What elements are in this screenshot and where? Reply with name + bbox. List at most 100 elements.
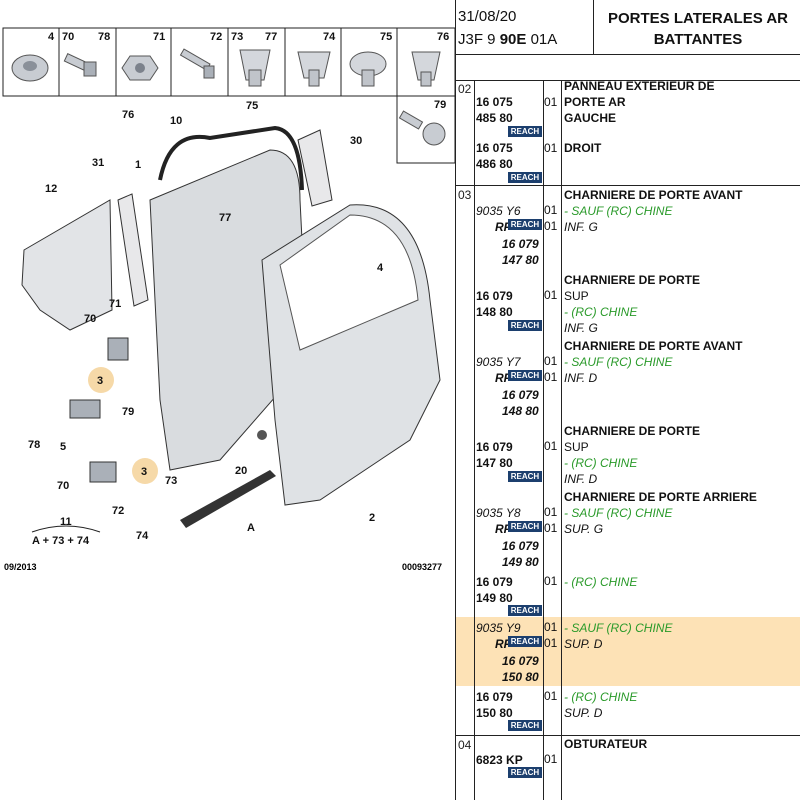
callout-label: 3: [97, 375, 103, 387]
part-label: 75: [380, 31, 392, 43]
callout-label: 31: [92, 157, 104, 169]
callout-label: 79: [122, 406, 134, 418]
quantity: 01: [544, 752, 558, 766]
note: SUP. G: [564, 522, 604, 536]
callout-label: 77: [219, 212, 231, 224]
header-divider: [593, 0, 594, 54]
replacement-code: RP: [495, 220, 512, 234]
note: SUP. D: [564, 706, 603, 720]
reach-badge: REACH: [508, 126, 542, 137]
part-label: 74: [323, 31, 336, 43]
callout-label: 10: [170, 115, 182, 127]
sill-moulding-shape: [180, 470, 276, 528]
date-code: 09/2013: [4, 562, 37, 572]
quantity: 01: [544, 521, 558, 535]
reach-badge: REACH: [508, 471, 542, 482]
reach-badge: REACH: [508, 605, 542, 616]
hinge-shape: [89, 461, 117, 483]
screw-icon: [179, 48, 215, 79]
note-green: - SAUF (RC) CHINE: [564, 621, 673, 635]
callout-label: 2: [369, 512, 375, 524]
section-line: [455, 735, 800, 736]
callout-label: 73: [165, 475, 177, 487]
note-green: - SAUF (RC) CHINE: [564, 506, 673, 520]
part-description: DROIT: [564, 141, 602, 155]
part-number[interactable]: 9035 Y8: [476, 506, 521, 520]
note-green: - (RC) CHINE: [564, 456, 638, 470]
section-number: 04: [458, 738, 472, 752]
replacement-code: RP: [495, 371, 512, 385]
quantity: 01: [544, 141, 558, 155]
section-number: 02: [458, 82, 472, 96]
section-line: [455, 185, 800, 186]
callout-label: 72: [112, 505, 124, 517]
quantity: 01: [544, 288, 558, 302]
highlighted-row: [456, 617, 800, 686]
callout-highlight: [132, 458, 158, 484]
header-bottom-line: [455, 54, 800, 55]
callout-label: 30: [350, 135, 362, 147]
note-green: - (RC) CHINE: [564, 690, 638, 704]
quantity: 01: [544, 219, 558, 233]
part-number[interactable]: 6823 KP: [476, 753, 523, 767]
section-line: [455, 80, 800, 81]
bolt-washer-icon: [398, 110, 446, 146]
callout-label: 74: [136, 530, 149, 542]
reach-badge: REACH: [508, 219, 542, 230]
part-description: OBTURATEUR: [564, 737, 648, 751]
part-label: 71: [153, 31, 165, 43]
callout-label: 5: [60, 441, 66, 453]
callout-label: 76: [122, 109, 134, 121]
push-clip-icon: [297, 51, 331, 87]
callout-label: 3: [141, 466, 147, 478]
catalog-date: 31/08/20: [458, 8, 517, 25]
callout-label: 71: [109, 298, 121, 310]
col-line: [474, 80, 475, 800]
part-description: CHARNIERE DE PORTE ARRIERE: [564, 490, 757, 504]
callout-label: 70: [84, 313, 96, 325]
part-label: 78: [98, 31, 110, 43]
callout-label: A: [247, 522, 255, 534]
note-green: - SAUF (RC) CHINE: [564, 204, 673, 218]
part-description: CHARNIERE DE PORTE AVANT: [564, 339, 743, 353]
group-brace: [31, 525, 101, 533]
replacement-code: RP: [495, 637, 512, 651]
nut-icon: [11, 54, 49, 82]
trim-strip-shape: [297, 129, 333, 207]
note: SUP. D: [564, 637, 603, 651]
part-label: 4: [48, 31, 55, 43]
callout-label: 1: [135, 159, 141, 171]
part-number[interactable]: 9035 Y6: [476, 204, 521, 218]
part-number[interactable]: 9035 Y9: [476, 621, 521, 635]
window-opening-shape: [279, 214, 419, 351]
glass-panel-shape: [21, 199, 113, 331]
rivet-icon: [349, 51, 387, 87]
note: INF. D: [564, 371, 598, 385]
reach-badge: REACH: [508, 172, 542, 183]
part-number[interactable]: 9035 Y7: [476, 355, 521, 369]
quantity: 01: [544, 620, 558, 634]
part-label: 77: [265, 31, 277, 43]
callout-label: 78: [28, 439, 40, 451]
hinge-shape: [69, 399, 101, 419]
section-number: 03: [458, 188, 472, 202]
part-label: 76: [437, 31, 449, 43]
col-line: [543, 80, 544, 800]
note-green: - (RC) CHINE: [564, 575, 638, 589]
note: INF. D: [564, 472, 598, 486]
note-green: - (RC) CHINE: [564, 305, 638, 319]
callout-highlight: [88, 367, 114, 393]
part-label: 73: [231, 31, 243, 43]
